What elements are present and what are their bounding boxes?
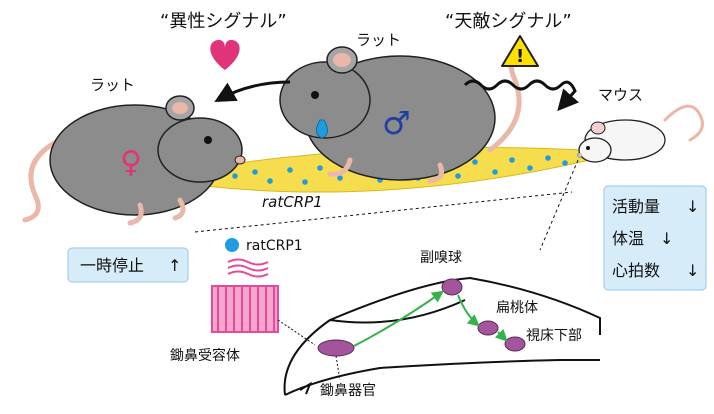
signal-to-mouse-arrow <box>463 79 579 112</box>
female-rat: ♀ <box>22 95 246 226</box>
amygdala <box>477 320 499 336</box>
mouse-effect-text-2: 心拍数 <box>612 261 660 280</box>
mouse-effect-text-0: 活動量 <box>612 197 660 216</box>
hypothalamus <box>504 336 526 352</box>
rat-center-label: ラット <box>356 31 401 49</box>
vomeronasal-organ <box>317 339 355 357</box>
vomeronasal-organ-label: 鋤鼻器官 <box>320 382 376 399</box>
signal-predator-label: “天敵シグナル” <box>445 11 572 32</box>
mouse-effect-arrow-0: ↓ <box>686 197 699 216</box>
female-symbol: ♀ <box>120 145 142 180</box>
mouse-effects-box: 活動量 ↓ 体温 ↓ 心拍数 ↓ <box>603 185 707 291</box>
neural-path-aob-to-amygdala <box>457 294 480 327</box>
receptor-leader-line <box>277 319 316 346</box>
mouse <box>578 104 704 163</box>
zoom-line-right <box>539 159 579 251</box>
neural-path-amygdala-to-hypothalamus <box>494 328 508 342</box>
warning-icon: ! <box>501 35 539 67</box>
ratcrp1-dot-icon <box>225 238 239 252</box>
pheromone-label: ratCRP1 <box>262 193 323 211</box>
mouse-effect-text-1: 体温 <box>612 229 644 248</box>
rat-effect-box: 一時停止 ↑ <box>67 247 189 283</box>
accessory-olfactory-bulb <box>441 278 463 296</box>
accessory-olfactory-bulb-label: 副嗅球 <box>420 250 462 266</box>
mouse-effect-arrow-2: ↓ <box>686 261 699 280</box>
vno-leader-line <box>335 355 341 381</box>
signal-to-female-arrow <box>214 80 291 103</box>
pheromone-legend-label: ratCRP1 <box>246 238 303 254</box>
rat-effect-arrow: ↑ <box>168 256 181 275</box>
amygdala-label: 扁桃体 <box>496 300 538 316</box>
rat-left-label: ラット <box>90 76 135 94</box>
mouse-effect-arrow-1: ↓ <box>660 229 673 248</box>
male-rat: ♂ <box>279 37 523 184</box>
hypothalamus-label: 視床下部 <box>526 328 582 344</box>
receptor-label: 鋤鼻受容体 <box>170 347 240 364</box>
heart-icon <box>210 40 240 70</box>
signal-opposite-sex-label: “異性シグナル” <box>160 11 287 32</box>
zoom-line-left <box>194 191 573 233</box>
svg-text:!: ! <box>516 46 524 67</box>
neural-path-vno-to-aob <box>353 290 444 347</box>
mouse-label: マウス <box>598 86 643 104</box>
rat-effect-text: 一時停止 <box>80 256 144 275</box>
male-symbol: ♂ <box>382 104 411 142</box>
receptor-icon <box>211 258 279 333</box>
